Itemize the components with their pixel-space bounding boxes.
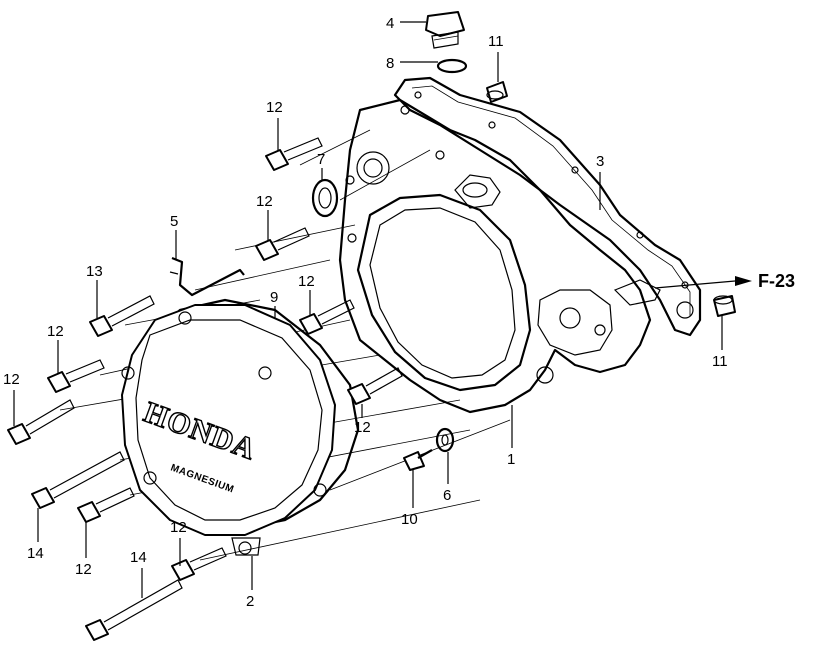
bolt-12-bottom bbox=[171, 547, 227, 581]
callout-14-bottom: 14 bbox=[130, 549, 147, 566]
dowel-pin-upper-part bbox=[486, 81, 508, 103]
callout-12-lower-left: 12 bbox=[75, 561, 92, 578]
bolt-12-right-mid bbox=[347, 367, 403, 405]
callout-12-right-mid: 12 bbox=[354, 419, 371, 436]
clamp-part bbox=[169, 256, 245, 297]
bolt-12-center bbox=[299, 299, 355, 335]
gasket-part bbox=[393, 76, 702, 337]
callout-6: 6 bbox=[443, 487, 451, 504]
callout-12-upper-mid: 12 bbox=[256, 193, 273, 210]
callout-1: 1 bbox=[507, 451, 515, 468]
callout-10: 10 bbox=[401, 511, 418, 528]
callout-3: 3 bbox=[596, 153, 604, 170]
bolt-12-left-b bbox=[7, 399, 75, 445]
bolt-12-top bbox=[265, 137, 323, 171]
callout-9: 9 bbox=[270, 289, 278, 306]
bolt-12-lower-left bbox=[77, 487, 135, 523]
callout-12-left-b: 12 bbox=[3, 371, 20, 388]
callout-2: 2 bbox=[246, 593, 254, 610]
bolt-14-left bbox=[31, 451, 125, 509]
callout-labels: 4 8 11 3 7 12 12 5 13 12 9 12 12 12 1 6 … bbox=[3, 15, 795, 610]
clutch-cover-part: HONDA MAGNESIUM bbox=[121, 304, 336, 556]
callout-14-left: 14 bbox=[27, 545, 44, 562]
callout-11-top: 11 bbox=[488, 33, 504, 50]
bolt-14-bottom bbox=[85, 579, 183, 641]
callout-4: 4 bbox=[386, 15, 394, 32]
callout-12-center: 12 bbox=[298, 273, 315, 290]
callout-7: 7 bbox=[317, 151, 325, 168]
callout-11-right: 11 bbox=[712, 353, 728, 370]
right-crankcase-cover-part bbox=[338, 98, 694, 414]
bolt-12-left-a bbox=[47, 359, 105, 393]
drain-bolt-part bbox=[403, 449, 433, 471]
callout-8: 8 bbox=[386, 55, 394, 72]
bolt-13 bbox=[89, 295, 155, 337]
callout-12-left-a: 12 bbox=[47, 323, 64, 340]
callout-12-bottom: 12 bbox=[170, 519, 187, 536]
callout-5: 5 bbox=[170, 213, 178, 230]
reference-f23: F-23 bbox=[758, 271, 795, 291]
bolt-12-upper-mid bbox=[255, 227, 310, 261]
callout-12-top: 12 bbox=[266, 99, 283, 116]
oil-seal-part bbox=[311, 178, 339, 218]
callout-leaders bbox=[13, 21, 752, 598]
oil-filler-cap-part bbox=[425, 11, 465, 49]
callout-13: 13 bbox=[86, 263, 103, 280]
o-ring-part bbox=[436, 58, 468, 74]
washer-part bbox=[435, 427, 455, 453]
dowel-pin-right-part bbox=[713, 295, 736, 317]
